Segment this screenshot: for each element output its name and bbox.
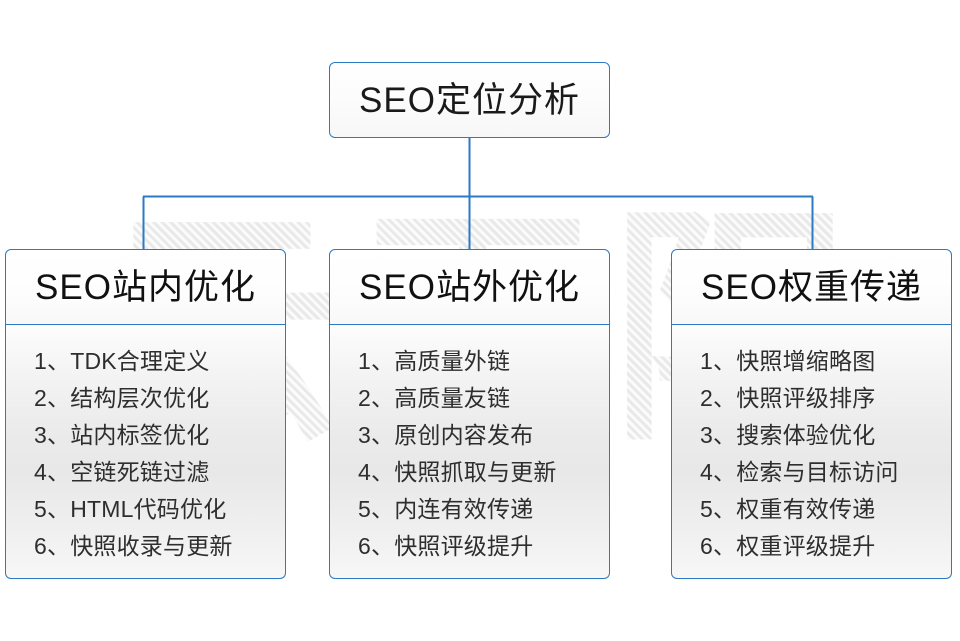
branch-item-list: 1、高质量外链 2、高质量友链 3、原创内容发布 4、快照抓取与更新 5、内连有… [330, 343, 609, 565]
branch-node-seo-offsite[interactable]: SEO站外优化 1、高质量外链 2、高质量友链 3、原创内容发布 4、快照抓取与… [329, 249, 610, 579]
branch-item-list: 1、TDK合理定义 2、结构层次优化 3、站内标签优化 4、空链死链过滤 5、H… [6, 343, 285, 565]
list-item: 5、权重有效传递 [700, 496, 876, 522]
list-item: 5、HTML代码优化 [34, 496, 227, 522]
list-item: 6、权重评级提升 [700, 533, 876, 559]
list-item: 1、TDK合理定义 [34, 348, 210, 374]
list-item: 4、检索与目标访问 [700, 459, 899, 485]
branch-node-seo-weight[interactable]: SEO权重传递 1、快照增缩略图 2、快照评级排序 3、搜索体验优化 4、检索与… [671, 249, 952, 579]
list-item: 3、站内标签优化 [34, 422, 210, 448]
list-item: 6、快照收录与更新 [34, 533, 233, 559]
branch-item-list: 1、快照增缩略图 2、快照评级排序 3、搜索体验优化 4、检索与目标访问 5、权… [672, 343, 951, 565]
list-item: 1、快照增缩略图 [700, 348, 876, 374]
list-item: 2、快照评级排序 [700, 385, 876, 411]
root-node[interactable]: SEO定位分析 [329, 62, 610, 138]
branch-title: SEO站内优化 [35, 267, 256, 307]
root-node-title: SEO定位分析 [359, 80, 580, 120]
list-item: 2、结构层次优化 [34, 385, 210, 411]
list-item: 5、内连有效传递 [358, 496, 534, 522]
branch-title: SEO权重传递 [701, 267, 922, 307]
branch-title: SEO站外优化 [359, 267, 580, 307]
branch-header[interactable]: SEO站内优化 [5, 249, 286, 325]
branch-body: 1、高质量外链 2、高质量友链 3、原创内容发布 4、快照抓取与更新 5、内连有… [329, 325, 610, 579]
list-item: 4、快照抓取与更新 [358, 459, 557, 485]
list-item: 4、空链死链过滤 [34, 459, 210, 485]
branch-header[interactable]: SEO权重传递 [671, 249, 952, 325]
branch-header[interactable]: SEO站外优化 [329, 249, 610, 325]
list-item: 2、高质量友链 [358, 385, 511, 411]
branch-node-seo-onsite[interactable]: SEO站内优化 1、TDK合理定义 2、结构层次优化 3、站内标签优化 4、空链… [5, 249, 286, 579]
list-item: 3、原创内容发布 [358, 422, 534, 448]
list-item: 3、搜索体验优化 [700, 422, 876, 448]
branch-body: 1、TDK合理定义 2、结构层次优化 3、站内标签优化 4、空链死链过滤 5、H… [5, 325, 286, 579]
list-item: 1、高质量外链 [358, 348, 511, 374]
list-item: 6、快照评级提升 [358, 533, 534, 559]
branch-body: 1、快照增缩略图 2、快照评级排序 3、搜索体验优化 4、检索与目标访问 5、权… [671, 325, 952, 579]
